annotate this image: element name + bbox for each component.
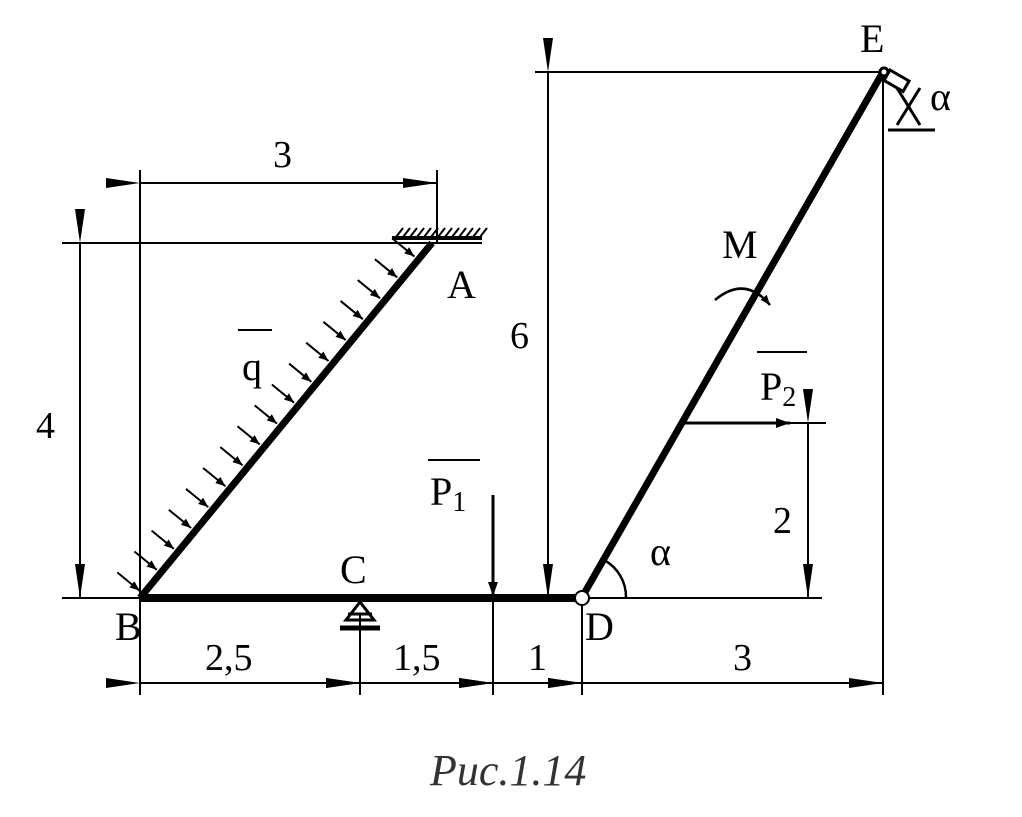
load-arrow <box>150 529 175 550</box>
hatch-line <box>465 227 474 238</box>
hatch-line <box>437 227 446 238</box>
dim-D-E: 3 <box>733 637 752 679</box>
dim-BC: 2,5 <box>205 637 253 679</box>
label-A: A <box>447 262 476 307</box>
dim-top-width: 3 <box>273 134 292 176</box>
label-alpha-E: α <box>930 74 951 119</box>
load-arrow <box>133 550 158 571</box>
dim-P1-D: 1 <box>528 637 547 679</box>
label-D: D <box>585 604 614 649</box>
dimension-lines <box>75 38 883 688</box>
label-E: E <box>860 16 884 61</box>
load-arrow <box>391 237 416 258</box>
load-arrow <box>168 508 192 529</box>
support-A <box>392 227 488 240</box>
load-arrow <box>219 446 244 467</box>
hatch-line <box>409 227 418 238</box>
load-arrow <box>288 362 312 383</box>
dim-height-E: 6 <box>510 315 529 357</box>
hatch-line <box>423 227 432 238</box>
figure-caption: Рис.1.14 <box>429 746 586 795</box>
label-P2: P2 <box>760 364 796 413</box>
load-arrow <box>254 404 278 425</box>
load-arrow <box>236 425 261 446</box>
load-arrow <box>305 341 330 362</box>
roller-support-C <box>340 599 380 631</box>
moment-M-arrow <box>714 287 771 306</box>
angle-alpha-D-arc <box>603 558 628 599</box>
hatch-line <box>395 227 404 238</box>
hatch-line <box>402 227 411 238</box>
load-arrow <box>116 571 141 592</box>
dim-height-P2: 2 <box>773 500 792 542</box>
label-q: q <box>242 344 262 389</box>
rod-DE <box>581 70 887 594</box>
load-arrow <box>322 321 347 341</box>
label-B: B <box>115 604 142 649</box>
rod-BA <box>137 240 435 601</box>
label-C: C <box>340 547 367 592</box>
hinge-D <box>574 590 590 606</box>
hatch-line <box>451 227 460 238</box>
hatch-line <box>458 227 467 238</box>
distributed-load-q <box>116 237 416 592</box>
hatch-line <box>444 227 453 238</box>
hatch-line <box>430 227 439 238</box>
dim-left-height: 4 <box>36 405 55 447</box>
load-arrow <box>271 383 295 404</box>
vector-overbars <box>238 329 807 461</box>
load-arrow <box>339 300 364 320</box>
label-P1: P1 <box>430 469 466 518</box>
load-arrow <box>374 258 398 279</box>
load-arrow <box>357 279 381 300</box>
dim-C-P1: 1,5 <box>393 637 441 679</box>
label-M: M <box>722 222 758 267</box>
support-E <box>878 66 935 132</box>
load-arrow <box>202 467 227 488</box>
hatch-line <box>472 227 481 238</box>
hatch-line <box>416 227 425 238</box>
label-alpha-D: α <box>650 529 671 574</box>
hatch-line <box>479 227 488 238</box>
extension-lines <box>62 71 884 695</box>
load-arrow <box>185 488 209 508</box>
